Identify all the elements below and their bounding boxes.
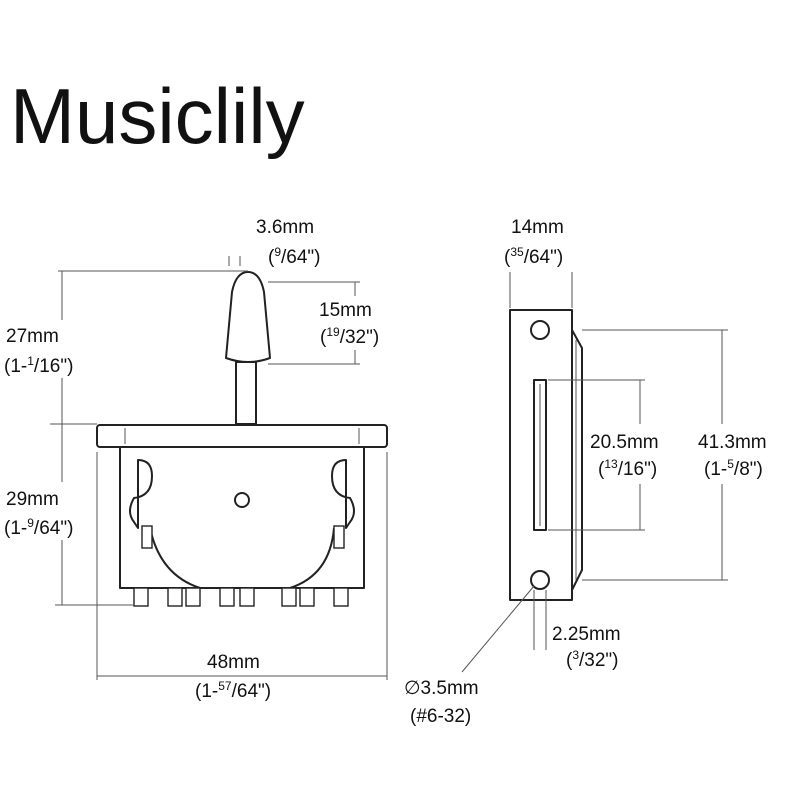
tip-height-imperial: (19/32")	[320, 325, 379, 348]
front-view	[96, 271, 388, 607]
body-tab-left	[141, 525, 153, 549]
mounting-plate	[96, 424, 388, 448]
body-cutout-right	[331, 459, 355, 529]
pivot-hole	[234, 492, 250, 508]
terminal	[219, 587, 235, 607]
tip-width-metric: 3.6mm	[256, 217, 314, 238]
side-view	[509, 309, 583, 601]
bottom-mounting-hole	[530, 570, 550, 590]
lever-height-metric: 27mm	[6, 326, 59, 347]
body-cutout-left	[129, 459, 153, 529]
hole-diameter-metric: ∅3.5mm	[404, 678, 479, 699]
lever-tip	[225, 271, 271, 363]
terminal	[239, 587, 255, 607]
terminal	[333, 587, 349, 607]
terminal	[133, 587, 149, 607]
lever-height-imperial: (1-1/16")	[4, 354, 73, 377]
terminal	[281, 587, 297, 607]
lever-shaft	[235, 361, 257, 425]
hole-spacing-metric: 41.3mm	[698, 432, 767, 453]
slot-length-imperial: (13/16")	[598, 457, 657, 480]
side-dimension-lines	[461, 272, 728, 673]
tip-height-metric: 15mm	[319, 300, 372, 321]
top-mounting-hole	[530, 320, 550, 340]
body-height-metric: 29mm	[6, 489, 59, 510]
total-width-imperial: (1-57/64")	[195, 679, 271, 702]
side-width-imperial: (35/64")	[504, 245, 563, 268]
hole-spacing-imperial: (1-5/8")	[704, 457, 763, 480]
edge-offset-metric: 2.25mm	[552, 624, 621, 645]
side-body	[571, 329, 583, 591]
front-dimension-lines	[50, 256, 388, 680]
terminal	[167, 587, 183, 607]
terminal	[299, 587, 315, 607]
tip-width-imperial: (9/64")	[268, 245, 321, 268]
slot-length-metric: 20.5mm	[590, 432, 659, 453]
total-width-metric: 48mm	[207, 652, 260, 673]
body-height-imperial: (1-9/64")	[4, 516, 73, 539]
terminal	[185, 587, 201, 607]
body-tab-right	[333, 525, 345, 549]
hole-diameter-thread: (#6-32)	[410, 706, 471, 727]
brand-title: Musiclily	[10, 72, 305, 160]
edge-offset-imperial: (3/32")	[566, 648, 619, 671]
side-width-metric: 14mm	[511, 217, 564, 238]
solder-terminals	[133, 587, 349, 607]
